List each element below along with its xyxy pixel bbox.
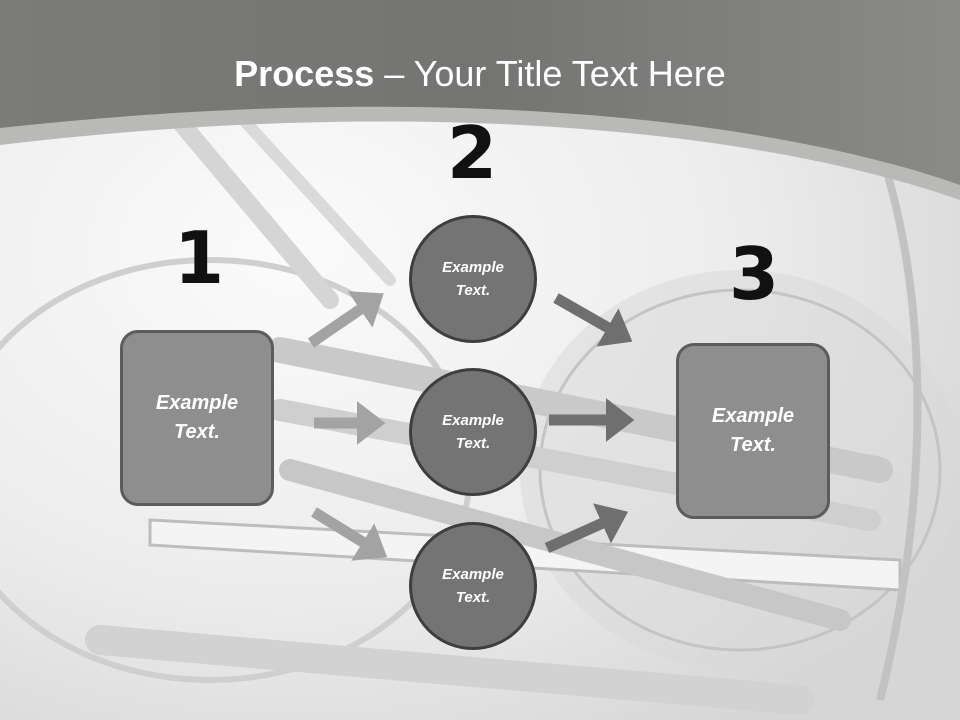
step-1-text: Example Text. — [155, 392, 239, 443]
arrow-top-to-right — [553, 293, 633, 347]
step-number-1: 1 — [173, 216, 225, 300]
arrow-bottom-to-right — [544, 503, 629, 554]
step-2-circle-middle: Example Text. — [409, 368, 537, 496]
step-2-circle-top: Example Text. — [409, 215, 537, 343]
step-3-text: Example Text. — [711, 405, 795, 456]
title-bold: Process — [234, 53, 375, 94]
title-rest: – Your Title Text Here — [374, 53, 726, 94]
circle-top-text: Example Text. — [442, 259, 504, 299]
step-2-circle-bottom: Example Text. — [409, 522, 537, 650]
arrow-left-to-top — [307, 291, 384, 348]
circle-middle-text: Example Text. — [442, 412, 504, 452]
step-3-box: Example Text. — [676, 343, 830, 519]
slide-title: Process – Your Title Text Here — [0, 52, 960, 96]
step-number-3: 3 — [728, 232, 780, 316]
step-1-box: Example Text. — [120, 330, 274, 506]
circle-bottom-text: Example Text. — [442, 566, 504, 606]
arrow-left-to-bottom — [311, 507, 388, 561]
step-number-2: 2 — [446, 111, 498, 195]
